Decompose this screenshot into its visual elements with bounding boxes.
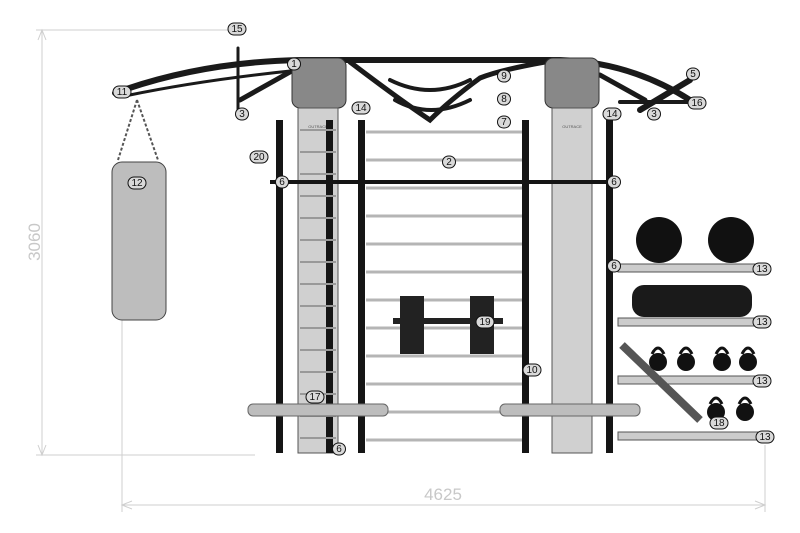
callout-label: 20 [249, 150, 269, 164]
callout-label: 6 [607, 175, 621, 189]
callout-number: 15 [231, 24, 243, 35]
callout-label: 2 [442, 155, 456, 169]
base-plates [247, 403, 641, 417]
callout-number: 20 [253, 152, 265, 163]
callout-number: 6 [279, 177, 285, 188]
callout-number: 14 [606, 109, 618, 120]
callout-number: 19 [479, 317, 491, 328]
callout-number: 2 [446, 157, 452, 168]
callout-number: 13 [756, 376, 768, 387]
kettlebell [713, 346, 731, 371]
callout-number: 1 [291, 59, 297, 70]
callout-label: 12 [127, 176, 147, 190]
callout-label: 3 [647, 107, 661, 121]
kettlebell [736, 396, 754, 421]
brand-label: OUTRACE [308, 124, 328, 129]
height-dimension-label: 3060 [25, 223, 44, 261]
callout-number: 5 [690, 69, 696, 80]
width-dimension [120, 320, 767, 512]
callout-label: 18 [709, 416, 729, 430]
callout-number: 10 [526, 365, 538, 376]
right-pillar: OUTRACE [544, 57, 600, 454]
callout-label: 10 [522, 363, 542, 377]
kettlebell [739, 346, 757, 371]
callout-label: 3 [235, 107, 249, 121]
callout-label: 6 [275, 175, 289, 189]
callout-label: 13 [752, 262, 772, 276]
sandbag [632, 285, 752, 317]
uprights [270, 120, 620, 453]
callout-number: 14 [355, 103, 367, 114]
medicine-balls [636, 217, 754, 263]
callout-label: 13 [755, 430, 775, 444]
ladder-rungs [366, 130, 522, 442]
callout-label: 19 [475, 315, 495, 329]
kettlebell [649, 346, 667, 371]
callout-number: 3 [239, 109, 245, 120]
callout-number: 8 [501, 94, 507, 105]
punching-bag [111, 99, 167, 321]
callout-number: 13 [759, 432, 771, 443]
callout-label: 1 [287, 57, 301, 71]
callout-number: 12 [131, 178, 143, 189]
callout-label: 16 [687, 96, 707, 110]
width-dimension-label: 4625 [424, 485, 462, 504]
callout-label: 15 [227, 22, 247, 36]
kettlebell [677, 346, 695, 371]
brand-label-right: OUTRACE [562, 124, 582, 129]
callout-number: 11 [117, 87, 128, 98]
callout-label: 17 [305, 390, 325, 404]
callout-number: 7 [501, 117, 507, 128]
callout-number: 18 [713, 418, 725, 429]
callout-label: 8 [497, 92, 511, 106]
callout-number: 3 [651, 109, 657, 120]
callout-label: 6 [607, 259, 621, 273]
callout-label: 11 [112, 85, 132, 99]
callout-number: 6 [336, 444, 342, 455]
callout-number: 13 [756, 264, 768, 275]
callout-number: 16 [691, 98, 703, 109]
height-dimension [36, 28, 255, 457]
callout-number: 6 [611, 261, 617, 272]
callout-label: 14 [351, 101, 371, 115]
callout-number: 6 [611, 177, 617, 188]
callout-label: 9 [497, 69, 511, 83]
callout-number: 17 [309, 392, 321, 403]
callout-number: 13 [756, 317, 768, 328]
callout-label: 5 [686, 67, 700, 81]
storage-rack [617, 217, 767, 441]
callout-number: 9 [501, 71, 507, 82]
callout-label: 13 [752, 374, 772, 388]
callout-label: 6 [332, 442, 346, 456]
callout-label: 14 [602, 107, 622, 121]
callout-label: 7 [497, 115, 511, 129]
callout-label: 13 [752, 315, 772, 329]
